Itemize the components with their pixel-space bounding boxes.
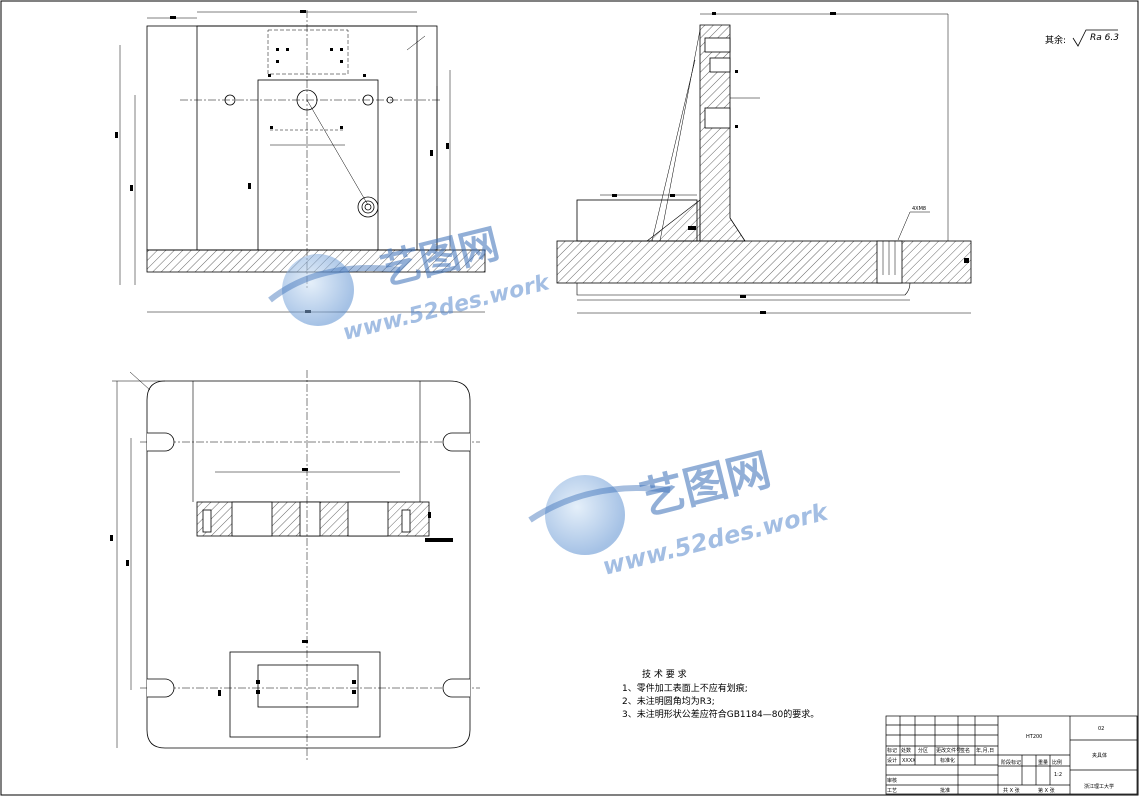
svg-text:设计: 设计 bbox=[887, 757, 897, 764]
svg-text:年,月,日: 年,月,日 bbox=[976, 747, 994, 754]
technical-requirements: 技 术 要 求 1、零件加工表面上不应有划痕; 2、未注明圆角均为R3; 3、未… bbox=[622, 668, 819, 720]
svg-text:其余:: 其余: bbox=[1045, 34, 1066, 46]
svg-text:共 X 张: 共 X 张 bbox=[1003, 787, 1020, 794]
side-view-dim-marks bbox=[612, 12, 969, 314]
svg-text:比例: 比例 bbox=[1052, 759, 1062, 766]
svg-text:审核: 审核 bbox=[887, 777, 897, 784]
top-view-dim-marks bbox=[115, 10, 449, 313]
title-block bbox=[885, 715, 1138, 795]
svg-text:技 术 要 求: 技 术 要 求 bbox=[642, 668, 687, 680]
svg-text:处数: 处数 bbox=[901, 747, 911, 754]
svg-text:第 X 张: 第 X 张 bbox=[1038, 787, 1055, 794]
svg-text:标准化: 标准化 bbox=[940, 757, 955, 764]
title-block-text: HT200 02 夹具体 浙江理工大学 标记 处数 分区 更改文件号 签名 年,… bbox=[887, 726, 1114, 794]
plan-view bbox=[112, 370, 480, 760]
svg-text:艺图网: 艺图网 bbox=[635, 444, 775, 525]
svg-text:工艺: 工艺 bbox=[887, 788, 897, 794]
svg-text:1:2: 1:2 bbox=[1054, 772, 1062, 778]
svg-text:更改文件号: 更改文件号 bbox=[936, 747, 961, 754]
svg-text:重量: 重量 bbox=[1038, 759, 1048, 766]
svg-text:XXXX: XXXX bbox=[902, 758, 916, 764]
thread-callout: 4XM8 bbox=[912, 206, 926, 212]
svg-text:www.52des.work: www.52des.work bbox=[340, 270, 553, 346]
svg-text:分区: 分区 bbox=[918, 747, 928, 754]
watermark-2: 艺图网 www.52des.work bbox=[528, 444, 833, 581]
svg-text:HT200: HT200 bbox=[1026, 734, 1042, 740]
svg-text:浙江理工大学: 浙江理工大学 bbox=[1084, 783, 1114, 790]
svg-text:3、未注明形状公差应符合GB1184—80的要求。: 3、未注明形状公差应符合GB1184—80的要求。 bbox=[622, 708, 819, 720]
roughness-symbol: 其余: Ra 6.3 bbox=[1045, 29, 1119, 47]
svg-text:签名: 签名 bbox=[960, 747, 970, 754]
svg-text:批准: 批准 bbox=[940, 787, 950, 794]
svg-text:www.52des.work: www.52des.work bbox=[600, 497, 833, 581]
svg-text:Ra 6.3: Ra 6.3 bbox=[1090, 33, 1119, 43]
side-view bbox=[556, 13, 972, 314]
svg-text:1、零件加工表面上不应有划痕;: 1、零件加工表面上不应有划痕; bbox=[622, 682, 748, 694]
svg-text:阶段标记: 阶段标记 bbox=[1001, 759, 1021, 766]
svg-text:夹具体: 夹具体 bbox=[1092, 752, 1107, 759]
svg-text:02: 02 bbox=[1098, 726, 1104, 732]
svg-text:艺图网: 艺图网 bbox=[376, 221, 504, 295]
plan-view-dim-marks bbox=[110, 468, 453, 696]
svg-text:标记: 标记 bbox=[887, 747, 897, 754]
watermark-1: 艺图网 www.52des.work bbox=[268, 221, 553, 346]
svg-text:2、未注明圆角均为R3;: 2、未注明圆角均为R3; bbox=[622, 695, 715, 707]
